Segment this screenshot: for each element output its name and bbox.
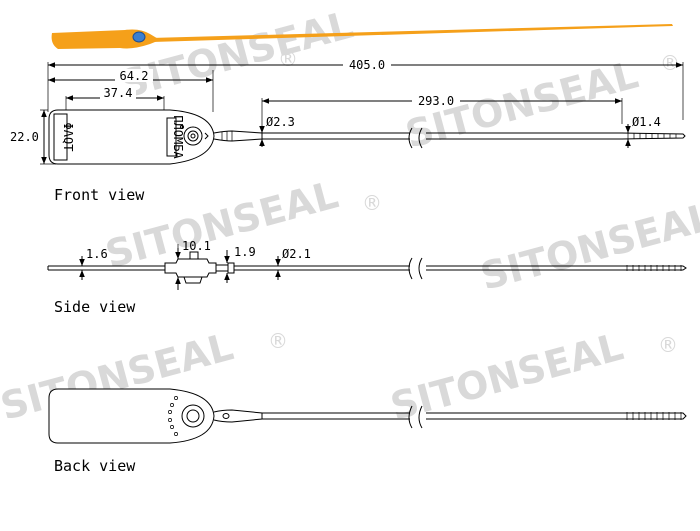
watermark-mark: ®	[362, 191, 382, 215]
watermark-text: SITONSEAL	[476, 194, 700, 298]
dim-label-length: 37.4	[104, 86, 133, 100]
product-photo	[51, 24, 673, 49]
dim-diameter-strap: Ø2.3	[266, 115, 295, 129]
side-view: 1.6 10.1 1.9 Ø2.1 Side view	[47, 239, 687, 316]
back-view: Back view	[48, 388, 687, 475]
front-printed-text: ΦAQT	[61, 123, 75, 152]
side-view-label: Side view	[54, 298, 136, 316]
dim-height: 22.0	[10, 130, 39, 144]
back-view-label: Back view	[54, 457, 136, 475]
dim-ring: 1.9	[234, 245, 256, 259]
watermark-mark: ®	[268, 329, 288, 353]
front-view: 405.0 64.2 37.4 293.0 22.0 ΦAQT ПЛОМБА	[10, 57, 686, 204]
dim-body-width: 10.1	[182, 239, 211, 253]
watermark-mark: ®	[278, 47, 298, 71]
dim-diameter-side: Ø2.1	[282, 247, 311, 261]
watermark-text: SITONSEAL	[116, 2, 358, 106]
dim-overall-length: 405.0	[349, 58, 385, 72]
dim-tail-length: 293.0	[418, 94, 454, 108]
front-side-text: ПЛОМБА	[171, 115, 185, 159]
dim-thickness: 1.6	[86, 247, 108, 261]
front-view-label: Front view	[54, 186, 145, 204]
watermark-mark: ®	[660, 51, 680, 75]
dim-diameter-tip: Ø1.4	[632, 115, 661, 129]
back-dots	[168, 396, 178, 436]
watermark-mark: ®	[658, 333, 678, 357]
dim-head-length: 64.2	[120, 69, 149, 83]
